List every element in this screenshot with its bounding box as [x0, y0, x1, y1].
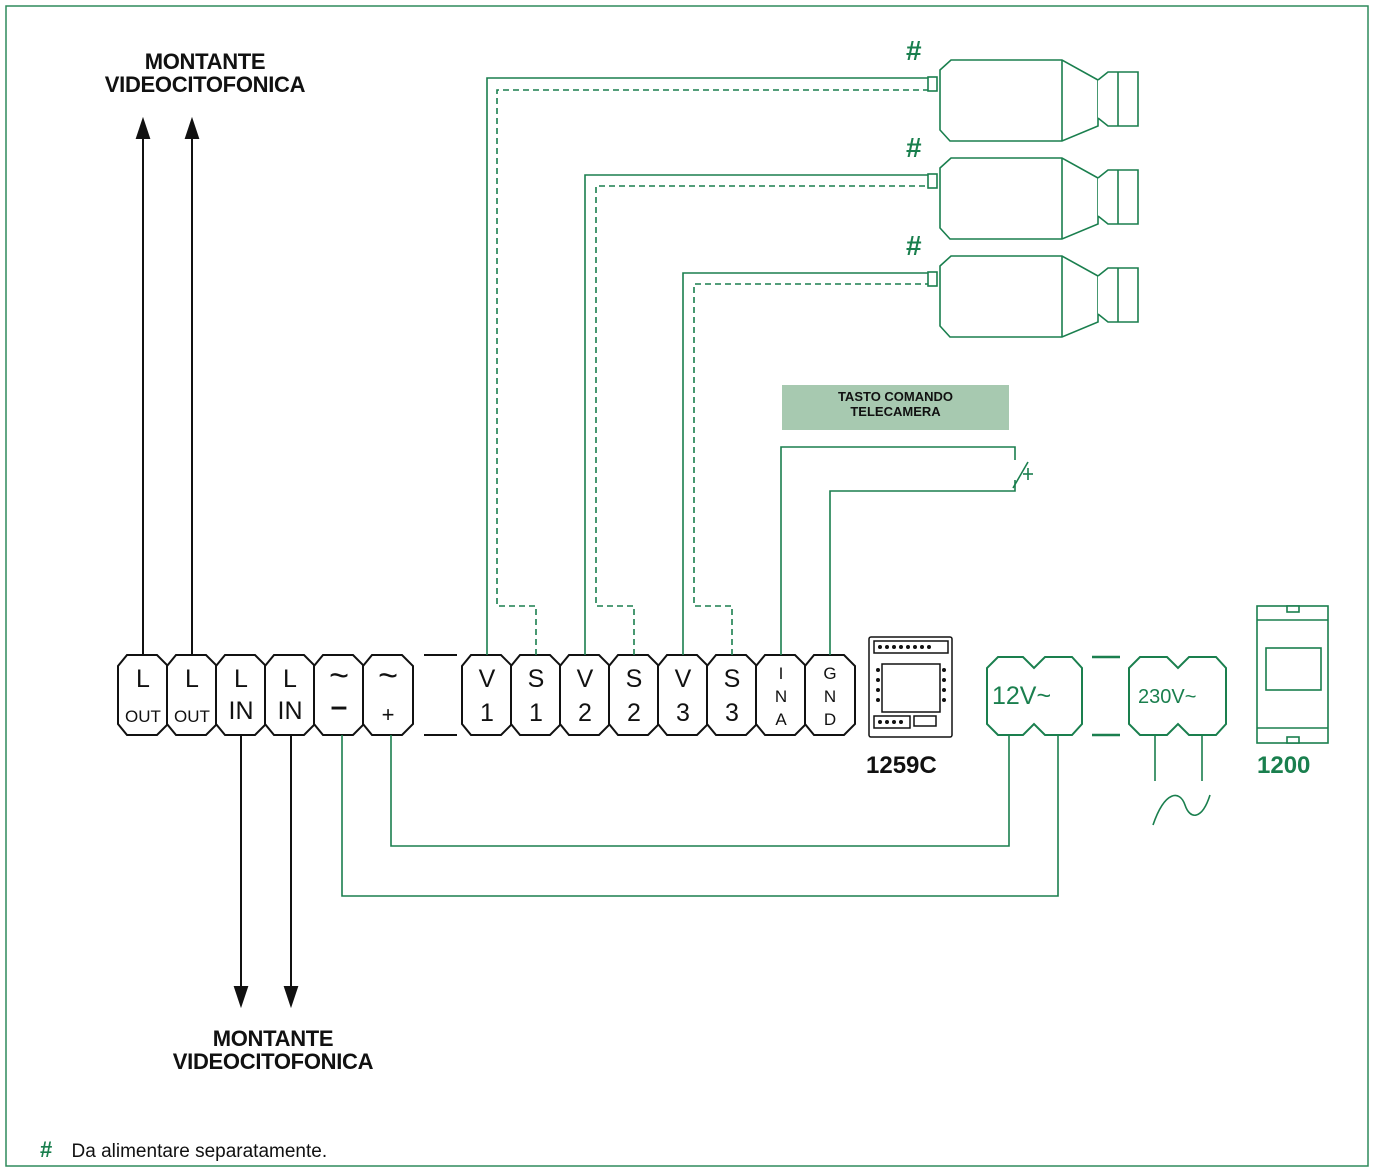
terminal-v3-top: V	[674, 665, 692, 693]
camera-2	[927, 157, 1139, 240]
psu-1200-icon	[1256, 605, 1329, 744]
terminal-v2	[559, 654, 611, 736]
camera-button-line-2: TELECAMERA	[850, 404, 941, 419]
terminal-ina-letter-3: A	[775, 710, 787, 729]
camera-3	[927, 255, 1139, 338]
camera-wires	[341, 77, 1211, 897]
psu-12v-label: 12V~	[992, 682, 1052, 710]
terminal-ina	[755, 654, 807, 736]
terminal-gnd	[804, 654, 856, 736]
terminal-gnd-letter-3: D	[823, 710, 837, 729]
terminal-l-out-1-bottom: OUT	[125, 707, 161, 726]
terminal-v1-top: V	[478, 665, 496, 693]
riser-down-arrows	[233, 735, 299, 1009]
terminal-ina-letter-1: I	[778, 664, 784, 683]
terminal-s1	[510, 654, 562, 736]
riser-bottom-line-2: VIDEOCITOFONICA	[172, 1049, 374, 1074]
terminal-v3-bottom: 3	[676, 699, 690, 727]
terminal-ina-letter-2: N	[774, 687, 788, 706]
camera-1-mark: #	[906, 35, 922, 66]
terminal-v1-bottom: 1	[480, 699, 494, 727]
terminal-l-in-1	[215, 654, 267, 736]
terminal-l-out-2-top: L	[185, 665, 199, 693]
terminal-v3	[657, 654, 709, 736]
riser-top-line-2: VIDEOCITOFONICA	[104, 72, 306, 97]
right-terminal-block	[461, 654, 856, 736]
camera-button-line-1: TASTO COMANDO	[837, 389, 954, 404]
terminal-s3	[706, 654, 758, 736]
terminal-v2-bottom: 2	[578, 699, 592, 727]
terminal-ac-minus-top: ~	[329, 657, 349, 695]
terminal-s2-top: S	[625, 665, 643, 693]
module-1259c-dots	[876, 645, 946, 724]
camera-1	[927, 59, 1139, 142]
psu-1200-label: 1200	[1257, 752, 1311, 779]
diagram-frame	[5, 5, 1369, 1167]
terminal-ac-minus-bottom: –	[330, 690, 348, 723]
terminal-l-out-2	[166, 654, 218, 736]
terminal-s2-bottom: 2	[627, 699, 641, 727]
break-marks	[424, 654, 457, 736]
psu-230v-shape	[1128, 656, 1227, 736]
riser-bottom-title: MONTANTE VIDEOCITOFONICA	[148, 1027, 398, 1073]
terminal-s3-bottom: 3	[725, 699, 739, 727]
footnote: # Da alimentare separatamente.	[40, 1137, 327, 1163]
terminal-s2	[608, 654, 660, 736]
riser-bottom-line-1: MONTANTE	[212, 1026, 334, 1051]
terminal-v1	[461, 654, 513, 736]
terminal-l-out-2-bottom: OUT	[174, 707, 210, 726]
terminal-v2-top: V	[576, 665, 594, 693]
terminal-gnd-letter-1: G	[823, 664, 837, 683]
riser-top-title: MONTANTE VIDEOCITOFONICA	[80, 50, 330, 96]
terminal-l-in-2-top: L	[283, 665, 297, 693]
terminal-l-in-1-bottom: IN	[228, 697, 254, 725]
terminal-l-in-2-bottom: IN	[277, 697, 303, 725]
terminal-l-in-1-top: L	[234, 665, 248, 693]
terminal-ac-plus-bottom: +	[381, 702, 395, 727]
footnote-text: Da alimentare separatamente.	[71, 1141, 328, 1162]
module-1259c-label: 1259C	[866, 752, 937, 779]
terminal-ac-plus	[362, 654, 414, 736]
camera-button-label: TASTO COMANDO TELECAMERA	[782, 389, 1009, 419]
terminal-ac-plus-top: ~	[378, 657, 398, 695]
camera-3-mark: #	[906, 230, 922, 261]
terminal-ac-minus	[313, 654, 365, 736]
terminal-s3-top: S	[723, 665, 741, 693]
camera-button-label-box	[782, 385, 1009, 430]
psu-230v-label: 230V~	[1138, 686, 1197, 708]
terminal-s1-bottom: 1	[529, 699, 543, 727]
camera-2-mark: #	[906, 132, 922, 163]
terminal-l-out-1	[117, 654, 169, 736]
terminal-l-in-2	[264, 654, 316, 736]
riser-top-line-1: MONTANTE	[144, 49, 266, 74]
left-terminal-block	[117, 654, 414, 736]
terminal-l-out-1-top: L	[136, 665, 150, 693]
psu-12v-shape	[986, 656, 1083, 736]
terminal-s1-top: S	[527, 665, 545, 693]
psu-link-marks	[1092, 655, 1120, 737]
terminal-gnd-letter-2: N	[823, 687, 837, 706]
footnote-mark: #	[40, 1137, 53, 1162]
riser-up-arrows	[135, 116, 200, 655]
